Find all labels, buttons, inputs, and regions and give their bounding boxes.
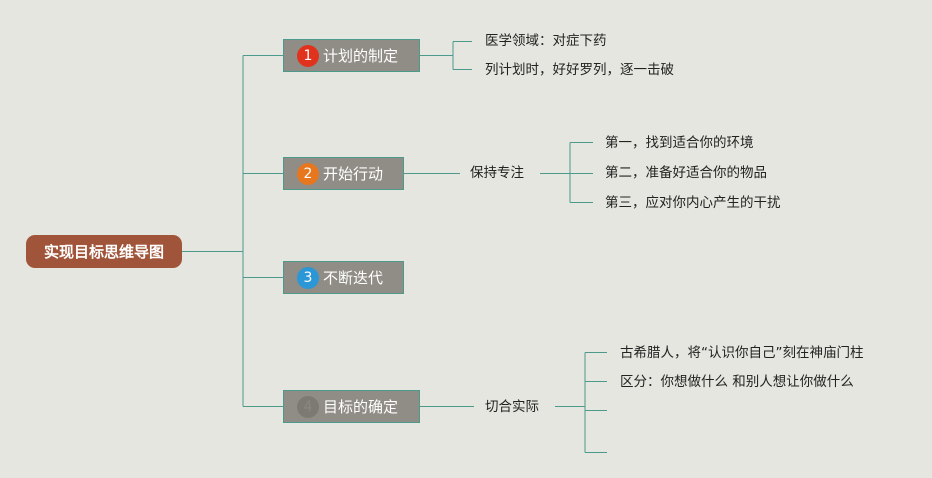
leaf-node[interactable]: 第三，应对你内心产生的干扰 <box>605 195 781 211</box>
number-badge-2-icon: 2 <box>297 162 319 185</box>
number-badge-3-icon: 3 <box>297 266 319 289</box>
branch-label: 不断迭代 <box>323 269 384 287</box>
leaf-node[interactable]: 第一，找到适合你的环境 <box>605 135 754 151</box>
branch-node-goal[interactable]: 4 目标的确定 <box>283 390 420 423</box>
number-badge-1-icon: 1 <box>297 44 319 67</box>
branch-label: 开始行动 <box>323 165 384 183</box>
sub-node[interactable]: 保持专注 <box>470 165 524 181</box>
leaf-node[interactable]: 列计划时，好好罗列，逐一击破 <box>485 62 674 78</box>
root-label: 实现目标思维导图 <box>43 243 164 261</box>
leaf-node[interactable]: 第二，准备好适合你的物品 <box>605 165 767 181</box>
branch-node-plan[interactable]: 1 计划的制定 <box>283 39 420 72</box>
number-badge-4-icon: 4 <box>297 395 319 418</box>
branch-node-iterate[interactable]: 3 不断迭代 <box>283 261 404 294</box>
root-node[interactable]: 实现目标思维导图 <box>26 235 182 268</box>
leaf-node[interactable]: 区分：你想做什么 和别人想让你做什么 <box>620 374 854 390</box>
leaf-node[interactable]: 医学领域：对症下药 <box>485 33 607 49</box>
branch-label: 计划的制定 <box>323 47 399 65</box>
branch-node-action[interactable]: 2 开始行动 <box>283 157 404 190</box>
sub-node[interactable]: 切合实际 <box>485 399 539 415</box>
leaf-node[interactable]: 古希腊人，将“认识你自己”刻在神庙门柱 <box>620 345 864 361</box>
branch-label: 目标的确定 <box>323 398 399 416</box>
